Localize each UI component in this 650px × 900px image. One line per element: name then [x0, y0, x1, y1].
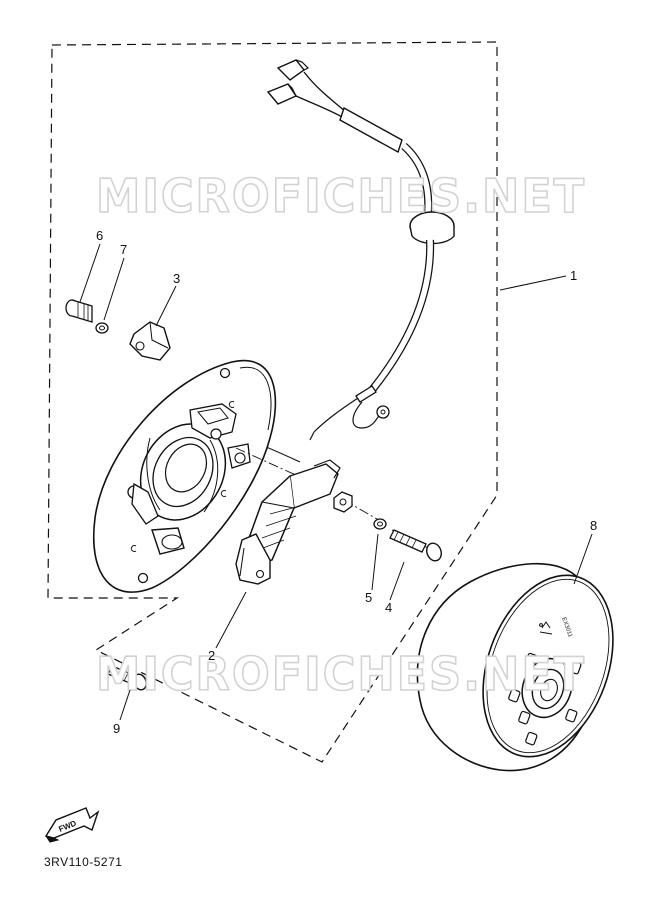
screw-9	[107, 665, 147, 691]
callout-1: 1	[570, 268, 577, 283]
washer-5	[373, 518, 387, 530]
watermark-top: MICROFICHES.NET	[96, 169, 586, 223]
callout-5: 5	[365, 590, 372, 605]
nut-washer-right	[333, 491, 353, 513]
washer-7	[95, 322, 109, 334]
forward-arrow-icon: FWD	[44, 807, 100, 843]
drawing-code: 3RV110-5271	[44, 855, 122, 869]
stator-plate	[93, 359, 277, 593]
callout-6: 6	[96, 228, 103, 243]
clamp-3	[129, 321, 171, 361]
bolt-4	[389, 529, 442, 562]
leader-lines	[79, 243, 593, 721]
flywheel-rotor	[416, 562, 614, 772]
callout-2: 2	[208, 648, 215, 663]
callout-7: 7	[120, 242, 127, 257]
screw-6	[65, 299, 93, 323]
maker-mark-icon	[539, 621, 553, 635]
wire-harness	[229, 59, 455, 463]
watermark-bottom: MICROFICHES.NET	[96, 647, 586, 701]
callout-8: 8	[590, 518, 597, 533]
pickup-coil	[235, 459, 341, 585]
callout-3: 3	[173, 271, 180, 286]
callout-4: 4	[385, 600, 392, 615]
assembly-boundary	[47, 41, 498, 763]
callout-9: 9	[113, 721, 120, 736]
